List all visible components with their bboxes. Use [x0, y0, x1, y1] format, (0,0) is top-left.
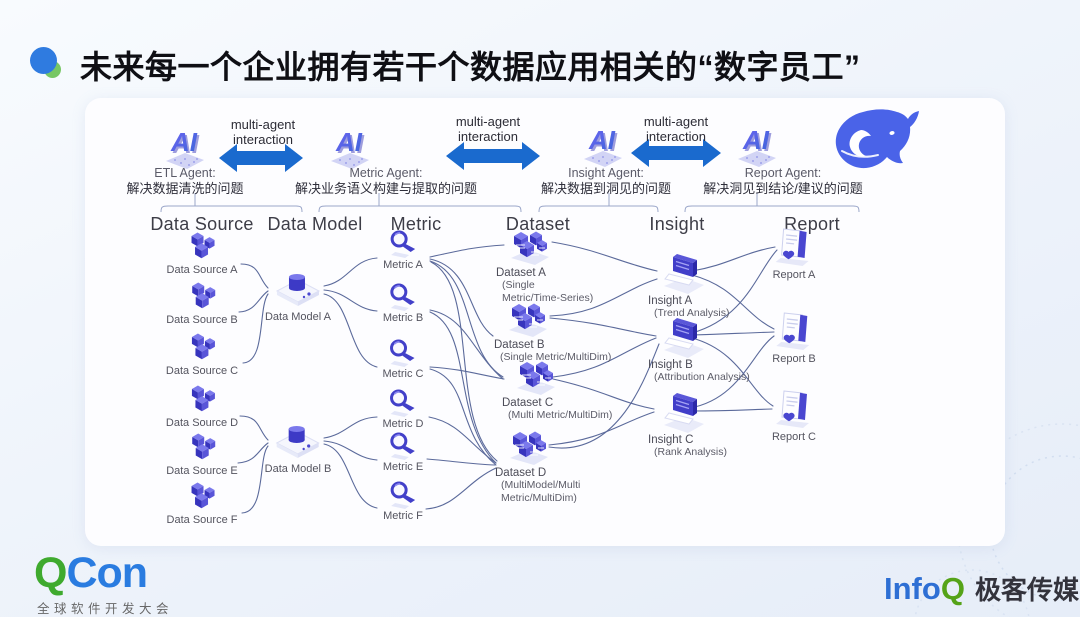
node-metric-e: Metric E — [383, 430, 423, 473]
node-metric-f: Metric F — [383, 479, 423, 522]
insight-agent-label: Insight Agent:解决数据到洞见的问题 — [540, 166, 671, 197]
svg-text:AI: AI — [742, 125, 770, 155]
metric-magnifier-icon — [387, 479, 419, 509]
node-metric-b: Metric B — [383, 281, 423, 324]
node-data-source-b: Data Source B — [166, 279, 238, 326]
database-cubes-icon — [185, 382, 219, 416]
node-metric-a: Metric A — [383, 228, 423, 271]
insight-monitor-icon — [660, 391, 706, 433]
svg-text:AI: AI — [170, 127, 198, 157]
dataset-cubes-icon — [504, 298, 550, 338]
dataset-cubes-icon — [505, 426, 551, 466]
report-document-icon — [773, 388, 815, 430]
svg-text:AI: AI — [588, 125, 616, 155]
metric-magnifier-icon — [387, 337, 419, 367]
node-dataset-c: Dataset C (Multi Metric/MultiDim) — [502, 356, 612, 422]
metric-magnifier-icon — [387, 281, 419, 311]
node-insight-a: Insight A (Trend Analysis) — [648, 252, 729, 320]
node-report-b: Report B — [772, 310, 816, 365]
node-insight-b: Insight B (Attribution Analysis) — [648, 316, 750, 384]
qcon-subtitle: 全球软件开发大会 — [37, 602, 174, 616]
etl-agent-label: ETL Agent:解决数据清洗的问题 — [126, 166, 244, 197]
node-data-source-f: Data Source F — [167, 479, 237, 526]
node-dataset-b: Dataset B (Single Metric/MultiDim) — [494, 298, 611, 364]
database-cubes-icon — [185, 430, 219, 464]
report-document-icon — [773, 226, 815, 268]
title-row: 未来每一个企业拥有若干个数据应用相关的“数字员工” — [28, 42, 861, 88]
diagram-card — [85, 98, 1005, 546]
column-header-data-source: Data Source — [150, 214, 254, 234]
column-header-data-model: Data Model — [267, 214, 363, 234]
node-data-model-b: Data Model B — [265, 420, 331, 475]
metric-magnifier-icon — [387, 387, 419, 417]
node-report-c: Report C — [772, 388, 816, 443]
node-data-source-c: Data Source C — [166, 330, 238, 377]
svg-text:AI: AI — [172, 129, 200, 159]
node-insight-c: Insight C (Rank Analysis) — [648, 391, 727, 459]
metric-magnifier-icon — [387, 430, 419, 460]
column-header-insight: Insight — [649, 214, 705, 234]
data-model-database-icon — [273, 420, 323, 462]
database-cubes-icon — [185, 229, 219, 263]
svg-text:AI: AI — [744, 127, 772, 157]
infoq-brand: 极客传媒 — [974, 575, 1079, 605]
metric-magnifier-icon — [387, 228, 419, 258]
svg-text:AI: AI — [337, 129, 365, 159]
node-data-model-a: Data Model A — [265, 268, 331, 323]
column-header-dataset: Dataset — [505, 214, 571, 234]
infoq-logo: InfoQ 极客传媒 — [884, 571, 1079, 606]
data-model-database-icon — [273, 268, 323, 310]
page-title: 未来每一个企业拥有若干个数据应用相关的“数字员工” — [80, 49, 861, 85]
node-data-source-a: Data Source A — [167, 229, 237, 276]
node-data-source-d: Data Source D — [166, 382, 238, 429]
dataset-cubes-icon — [512, 356, 558, 396]
node-metric-c: Metric C — [383, 337, 423, 380]
column-header-report: Report — [784, 214, 840, 234]
svg-text:AI: AI — [335, 127, 363, 157]
multi-agent-arrows — [219, 139, 721, 172]
node-data-source-e: Data Source E — [166, 430, 238, 477]
deepseek-whale-logo-icon — [828, 106, 924, 174]
insight-monitor-icon — [660, 252, 706, 294]
node-metric-d: Metric D — [383, 387, 423, 430]
insight-monitor-icon — [660, 316, 706, 358]
dataset-cubes-icon — [506, 226, 552, 266]
database-cubes-icon — [185, 330, 219, 364]
node-report-a: Report A — [773, 226, 815, 281]
column-header-metric: Metric — [390, 214, 442, 234]
title-bullet-icon — [28, 45, 68, 85]
svg-text:AI: AI — [590, 127, 618, 157]
database-cubes-icon — [185, 479, 219, 513]
database-cubes-icon — [185, 279, 219, 313]
qcon-logo: QCon 全球软件开发大会 — [34, 549, 174, 617]
report-document-icon — [773, 310, 815, 352]
metric-agent-label: Metric Agent:解决业务语义构建与提取的问题 — [294, 166, 477, 197]
report-agent-label: Report Agent:解决洞见到结论/建议的问题 — [703, 166, 863, 197]
